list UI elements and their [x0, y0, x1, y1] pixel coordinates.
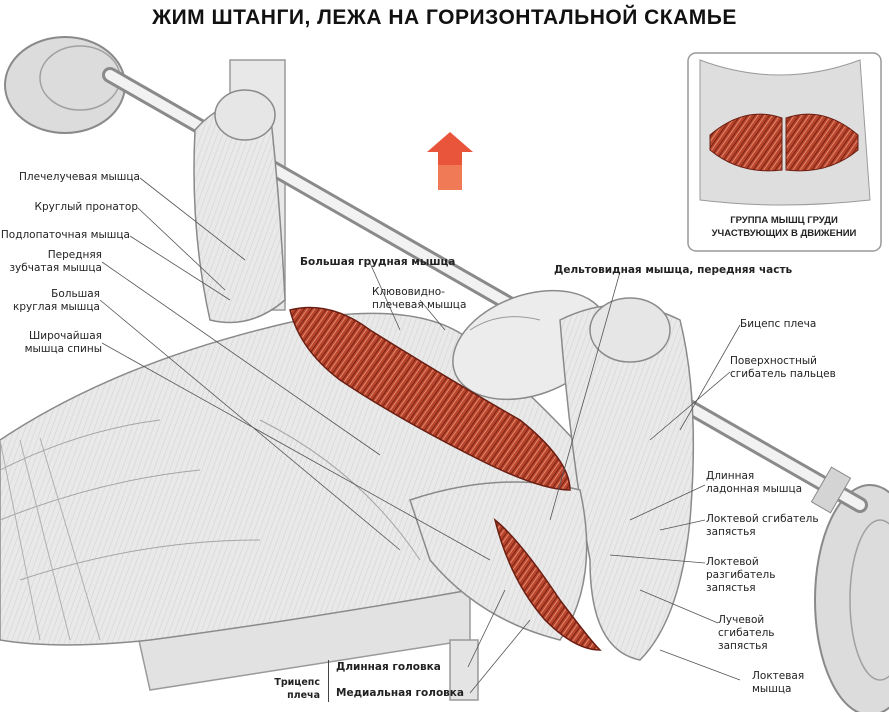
- label-latissimus-line1: Широчайшая: [29, 330, 102, 342]
- label-flexor-carpi-radialis-line1: Лучевой: [718, 614, 765, 626]
- pectoralis-major-highlight: [289, 306, 602, 651]
- label-flexor-carpi-ulnaris: Локтевой сгибатель запястья: [706, 513, 819, 539]
- label-palmaris-longus-line2: ладонная мышца: [706, 483, 803, 495]
- inset-caption-line1: ГРУППА МЫШЦ ГРУДИ: [730, 215, 838, 226]
- label-flexor-superficialis: Поверхностный сгибатель пальцев: [730, 355, 836, 381]
- label-extensor-carpi-ulnaris-line2: разгибатель: [706, 569, 776, 581]
- label-triceps-long-head: Длинная головка: [336, 661, 441, 673]
- right-weight-plate: [814, 484, 889, 712]
- label-extensor-carpi-ulnaris-line3: запястья: [706, 582, 756, 594]
- label-anconeus: Локтевая мышца: [752, 670, 804, 696]
- up-arrow-icon: [427, 132, 473, 190]
- left-weight-plate: [4, 36, 126, 134]
- label-teres-major-line2: круглая мышца: [13, 301, 100, 313]
- label-palmaris-longus-line1: Длинная: [706, 470, 755, 482]
- label-palmaris-longus: Длинная ладонная мышца: [706, 470, 802, 496]
- label-triceps-medial-head: Медиальная головка: [336, 687, 465, 699]
- label-extensor-carpi-ulnaris: Локтевой разгибатель запястья: [706, 556, 775, 595]
- leader-lines: [99, 177, 741, 694]
- label-flexor-superficialis-line2: сгибатель пальцев: [730, 368, 836, 380]
- label-flexor-carpi-radialis-line2: сгибатель: [718, 627, 775, 639]
- label-coracobrachialis-line1: Клювовидно-: [372, 286, 445, 298]
- label-flexor-carpi-ulnaris-line1: Локтевой сгибатель: [706, 513, 819, 525]
- inset-chest-muscles: [687, 52, 882, 252]
- label-anconeus-line1: Локтевая: [752, 670, 805, 682]
- triceps-bracket: [328, 660, 329, 702]
- label-brachioradialis: Плечелучевая мышца: [19, 171, 140, 183]
- label-deltoid-front: Дельтовидная мышца, передняя часть: [554, 264, 793, 276]
- page-title: ЖИМ ШТАНГИ, ЛЕЖА НА ГОРИЗОНТАЛЬНОЙ СКАМЬ…: [152, 6, 737, 29]
- label-flexor-superficialis-line1: Поверхностный: [730, 355, 818, 367]
- label-latissimus: Широчайшая мышца спины: [0, 330, 102, 356]
- label-serratus-line1: Передняя: [47, 249, 102, 261]
- label-infraspinatus: Подлопаточная мышца: [0, 229, 130, 241]
- label-flexor-carpi-radialis-line3: запястья: [718, 640, 768, 652]
- label-pronator-teres: Круглый пронатор: [34, 201, 138, 213]
- label-serratus-line2: зубчатая мышца: [9, 262, 102, 274]
- label-serratus: Передняя зубчатая мышца: [0, 249, 102, 275]
- label-coracobrachialis: Клювовидно- плечевая мышца: [372, 286, 466, 312]
- label-triceps-line1: Трицепс: [274, 677, 320, 688]
- left-arm: [193, 89, 286, 324]
- label-flexor-carpi-ulnaris-line2: запястья: [706, 526, 756, 538]
- inset-caption: ГРУППА МЫШЦ ГРУДИ УЧАСТВУЮЩИХ В ДВИЖЕНИИ: [694, 214, 874, 240]
- inset-caption-line2: УЧАСТВУЮЩИХ В ДВИЖЕНИИ: [711, 228, 857, 239]
- label-triceps: Трицепс плеча: [250, 676, 320, 702]
- label-anconeus-line2: мышца: [752, 683, 792, 695]
- label-biceps: Бицепс плеча: [740, 318, 817, 330]
- label-pectoralis-major: Большая грудная мышца: [300, 256, 456, 268]
- label-flexor-carpi-radialis: Лучевой сгибатель запястья: [718, 614, 775, 653]
- label-coracobrachialis-line2: плечевая мышца: [372, 299, 467, 311]
- label-teres-major-line1: Большая: [51, 288, 100, 300]
- label-extensor-carpi-ulnaris-line1: Локтевой: [706, 556, 759, 568]
- label-triceps-line2: плеча: [287, 690, 320, 701]
- label-latissimus-line2: мышца спины: [24, 343, 102, 355]
- label-teres-major: Большая круглая мышца: [0, 288, 100, 314]
